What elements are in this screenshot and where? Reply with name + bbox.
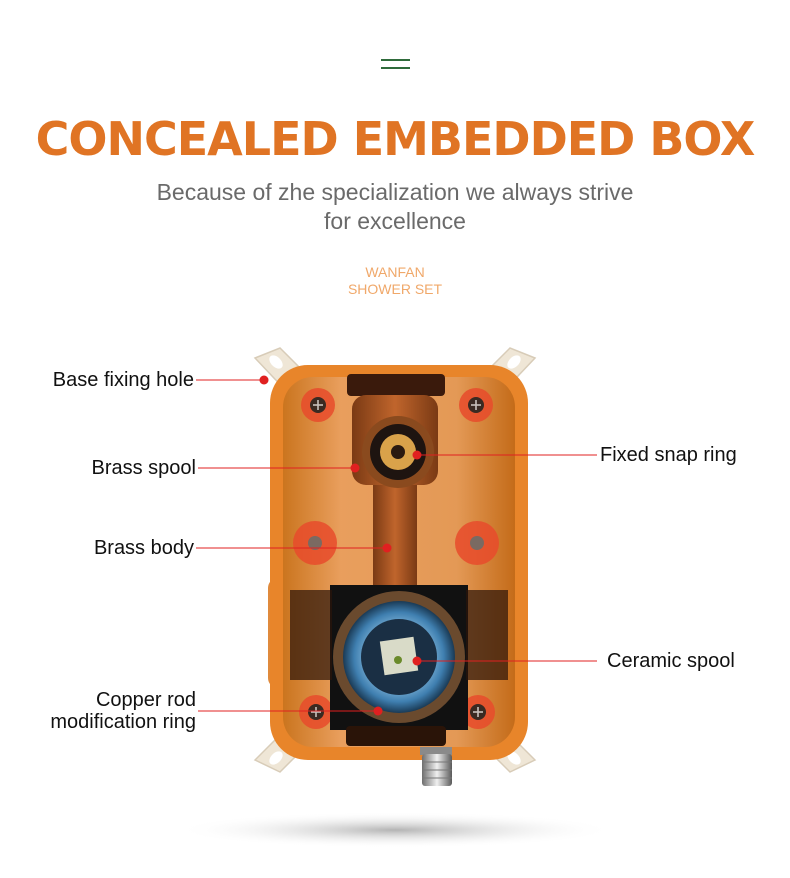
bottom-bar: [346, 726, 446, 746]
ceramic-spool-dot: [394, 656, 402, 664]
page-subtitle: Because of zhe specialization we always …: [0, 178, 790, 236]
brand-line-2: SHOWER SET: [347, 281, 443, 297]
screws: [308, 397, 486, 720]
ground-shadow: [175, 812, 615, 848]
callout-dot-brass-body: [382, 543, 392, 553]
callout-copper-rod-line-2: modification ring: [50, 711, 196, 733]
top-bar: [347, 374, 445, 396]
callout-ceramic-spool: Ceramic spool: [607, 650, 735, 672]
subtitle-line-1: Because of zhe specialization we always …: [156, 179, 634, 205]
page-title: CONCEALED EMBEDDED BOX: [35, 112, 756, 166]
callout-dot-ceramic-spool: [412, 656, 422, 666]
callout-dot-brass-spool: [350, 463, 360, 473]
decorative-line-top: [381, 59, 410, 61]
ear-holes: [269, 355, 521, 765]
brass-spool-center: [391, 445, 405, 459]
chrome-fitting-base: [420, 747, 452, 755]
callout-dot-base-fixing-hole: [259, 375, 269, 385]
decorative-line-bottom: [381, 67, 410, 69]
callout-copper-rod-line-1: Copper rod: [95, 689, 196, 711]
brass-tube: [373, 480, 417, 600]
callout-dot-fixed-snap-ring: [412, 450, 422, 460]
ceramic-spool-square: [379, 636, 419, 676]
callout-copper-rod: Copper rod modification ring: [50, 689, 196, 733]
callout-brass-body: Brass body: [93, 537, 194, 559]
screw-slots: [311, 400, 483, 717]
callout-fixed-snap-ring: Fixed snap ring: [600, 444, 737, 466]
callout-dot-copper-rod: [373, 706, 383, 716]
left-side-cap: [290, 590, 332, 680]
callout-brass-spool: Brass spool: [91, 457, 197, 479]
right-side-cap: [466, 590, 508, 680]
subtitle-line-2: for excellence: [324, 208, 466, 234]
brand-line-1: WANFAN: [365, 264, 425, 280]
brand-label: WANFAN SHOWER SET: [0, 264, 790, 298]
callout-base-fixing-hole: Base fixing hole: [52, 369, 194, 391]
